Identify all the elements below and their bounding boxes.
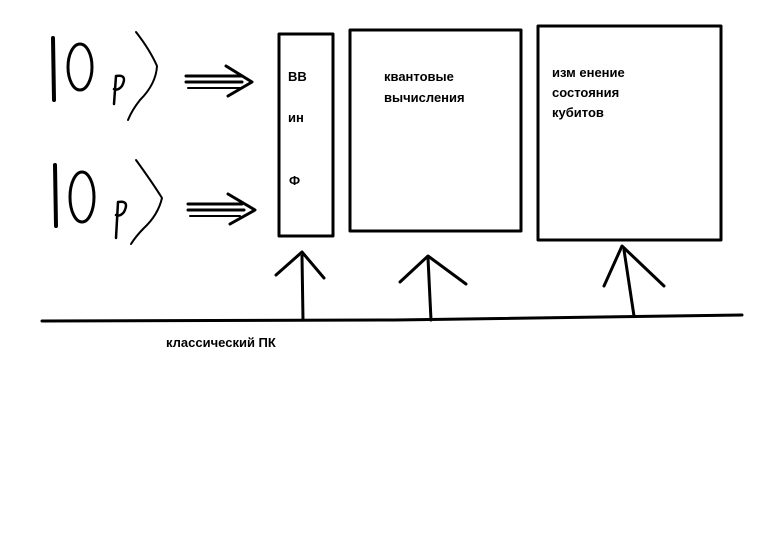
ket-1-angle (127, 31, 158, 121)
ket-2-p (114, 200, 128, 240)
classical-pc-label: классический ПК (166, 335, 276, 350)
io-label-line-1: ВВ (288, 69, 307, 84)
up-arrow-1 (274, 250, 326, 322)
qubit-label-line-2: состояния (552, 85, 620, 100)
quantum-label-line-1: квантовые (384, 69, 454, 84)
up-arrow-2 (398, 254, 468, 322)
ket-2-zero (68, 170, 96, 224)
qubit-label-line-3: кубитов (552, 105, 604, 120)
io-label-line-3: Ф (289, 173, 301, 188)
io-label-line-2: ин (288, 110, 304, 125)
ket-2-bar (53, 163, 58, 228)
quantum-computing-box (348, 28, 523, 233)
ket-arrow-1 (184, 64, 254, 98)
qubit-ket-1 (51, 31, 158, 121)
io-box (277, 32, 335, 238)
quantum-label-line-2: вычисления (384, 90, 465, 105)
qubit-state-box (536, 24, 723, 242)
ket-2-angle (130, 159, 163, 245)
ket-1-zero (66, 42, 94, 92)
classical-pc-line (40, 313, 744, 323)
qubit-ket-2 (53, 159, 163, 245)
ket-1-p (112, 74, 126, 106)
ket-arrow-2 (186, 192, 257, 226)
qubit-label-line-1: изм енение (552, 65, 625, 80)
ket-1-bar (51, 36, 56, 102)
up-arrow-3 (602, 244, 666, 318)
